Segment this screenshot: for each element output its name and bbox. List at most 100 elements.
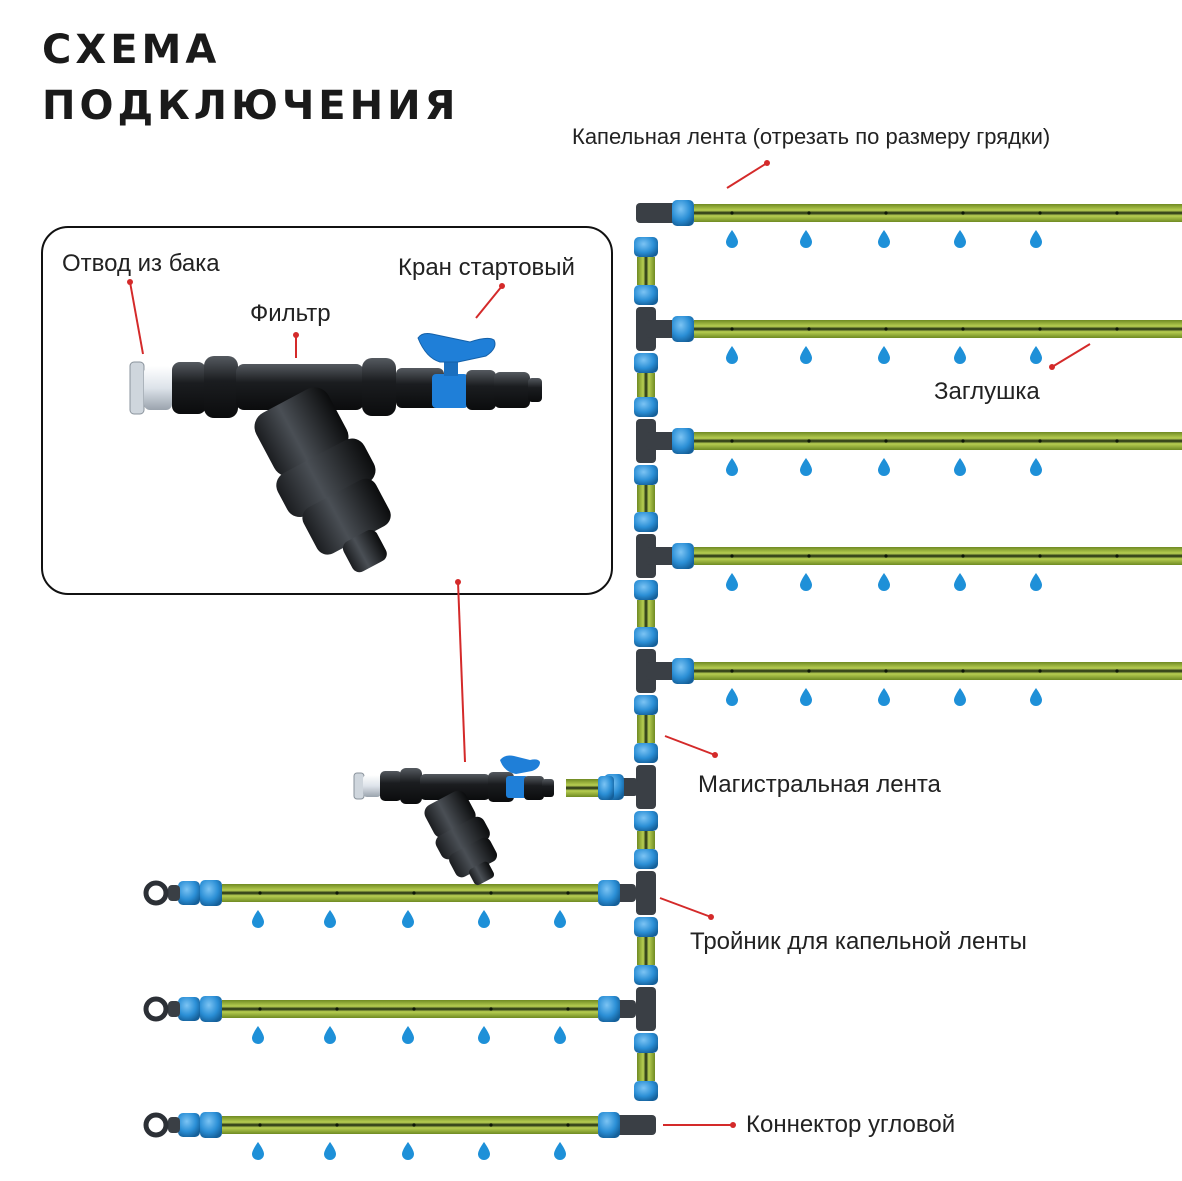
emitter-hole bbox=[1115, 554, 1119, 558]
water-drop bbox=[878, 573, 890, 591]
label-start-valve: Кран стартовый bbox=[398, 254, 575, 281]
trunk-collar bbox=[634, 237, 658, 257]
plug-collar-right bbox=[200, 996, 222, 1022]
end-plug-collar bbox=[178, 997, 200, 1021]
end-plug-ring bbox=[143, 996, 169, 1022]
filter-bowl bbox=[254, 387, 391, 573]
trunk-collar bbox=[634, 353, 658, 373]
emitter-hole bbox=[335, 891, 339, 895]
tee-collar bbox=[672, 658, 694, 684]
trunk-collar bbox=[634, 1033, 658, 1053]
trunk-collar bbox=[634, 917, 658, 937]
emitter-hole bbox=[489, 1007, 493, 1011]
emitter-hole bbox=[258, 1123, 262, 1127]
trunk-collar bbox=[634, 465, 658, 485]
end-plug bbox=[143, 996, 200, 1022]
filter-main-pipe bbox=[236, 364, 364, 410]
water-drop bbox=[554, 1026, 566, 1044]
water-drop bbox=[324, 910, 336, 928]
emitter-hole bbox=[489, 1123, 493, 1127]
trunk-collar bbox=[634, 811, 658, 831]
water-drop bbox=[1030, 346, 1042, 364]
title-line-1: СХЕМА bbox=[42, 27, 221, 73]
water-drop bbox=[954, 230, 966, 248]
water-drop bbox=[878, 230, 890, 248]
drip-tape-pointer bbox=[726, 162, 768, 189]
emitter-hole bbox=[961, 669, 965, 673]
water-drop bbox=[324, 1142, 336, 1160]
water-drop bbox=[726, 688, 738, 706]
plug-collar-right bbox=[200, 880, 222, 906]
water-drop bbox=[954, 458, 966, 476]
right-branch-row bbox=[636, 307, 1182, 364]
valve-handle bbox=[417, 333, 496, 363]
trunk-collar bbox=[634, 580, 658, 600]
emitter-hole bbox=[566, 1123, 570, 1127]
water-drop bbox=[402, 910, 414, 928]
supply-tee-body bbox=[636, 765, 656, 809]
valve-core bbox=[432, 374, 468, 408]
label-elbow: Коннектор угловой bbox=[746, 1111, 956, 1138]
tee-branch bbox=[646, 432, 676, 450]
filter-outlet-nut bbox=[362, 358, 396, 416]
end-plug-collar bbox=[178, 881, 200, 905]
emitter-hole bbox=[807, 327, 811, 331]
emitter-hole bbox=[1038, 327, 1042, 331]
emitter-hole bbox=[884, 211, 888, 215]
water-drop bbox=[402, 1142, 414, 1160]
inset-connector-pointer bbox=[457, 581, 466, 763]
end-plug-body bbox=[168, 1001, 180, 1017]
emitter-hole bbox=[489, 891, 493, 895]
water-drop bbox=[878, 346, 890, 364]
water-drop bbox=[1030, 688, 1042, 706]
valve-outlet-nut bbox=[466, 370, 496, 410]
water-drop bbox=[726, 573, 738, 591]
emitter-hole bbox=[730, 211, 734, 215]
water-drop bbox=[726, 230, 738, 248]
valve-outlet-body bbox=[494, 372, 530, 408]
end-plug bbox=[143, 1112, 200, 1138]
label-end-plug: Заглушка bbox=[934, 378, 1040, 405]
emitter-hole bbox=[335, 1123, 339, 1127]
end-plug-body bbox=[168, 885, 180, 901]
tank-outlet-pointer bbox=[129, 281, 144, 355]
emitter-hole bbox=[1115, 669, 1119, 673]
tee-collar bbox=[598, 880, 620, 906]
drip-tape-segment bbox=[694, 662, 1182, 680]
emitter-hole bbox=[961, 327, 965, 331]
tee-collar bbox=[672, 543, 694, 569]
tee-collar bbox=[672, 428, 694, 454]
water-drop bbox=[554, 1142, 566, 1160]
main-tape-segment bbox=[637, 600, 655, 627]
tank-outlet-body bbox=[144, 366, 172, 410]
water-drop bbox=[324, 1026, 336, 1044]
tee-branch bbox=[646, 662, 676, 680]
emitter-hole bbox=[730, 669, 734, 673]
end-plug-ring bbox=[143, 880, 169, 906]
left-branch-row bbox=[143, 871, 656, 928]
water-drop bbox=[726, 346, 738, 364]
title-line-2: ПОДКЛЮЧЕНИЯ bbox=[42, 83, 460, 129]
valve-outlet-tip bbox=[528, 378, 542, 402]
emitter-hole bbox=[412, 1007, 416, 1011]
left-branches bbox=[143, 871, 656, 1160]
filter-inlet-collar bbox=[204, 356, 238, 418]
water-drop bbox=[402, 1026, 414, 1044]
tank-outlet-flange bbox=[129, 361, 145, 415]
emitter-hole bbox=[807, 211, 811, 215]
water-drop bbox=[726, 458, 738, 476]
drip-tape-segment bbox=[222, 1000, 598, 1018]
emitter-hole bbox=[566, 891, 570, 895]
drip-tape-segment bbox=[694, 432, 1182, 450]
main-tape-segment bbox=[637, 373, 655, 397]
water-drop bbox=[800, 346, 812, 364]
water-drop bbox=[954, 346, 966, 364]
water-drop bbox=[800, 458, 812, 476]
elbow-connector bbox=[616, 1115, 656, 1135]
water-drop bbox=[478, 910, 490, 928]
trunk-collar bbox=[634, 512, 658, 532]
trunk-collar bbox=[634, 285, 658, 305]
emitter-hole bbox=[730, 554, 734, 558]
tee-body bbox=[636, 987, 656, 1031]
water-drop bbox=[252, 910, 264, 928]
